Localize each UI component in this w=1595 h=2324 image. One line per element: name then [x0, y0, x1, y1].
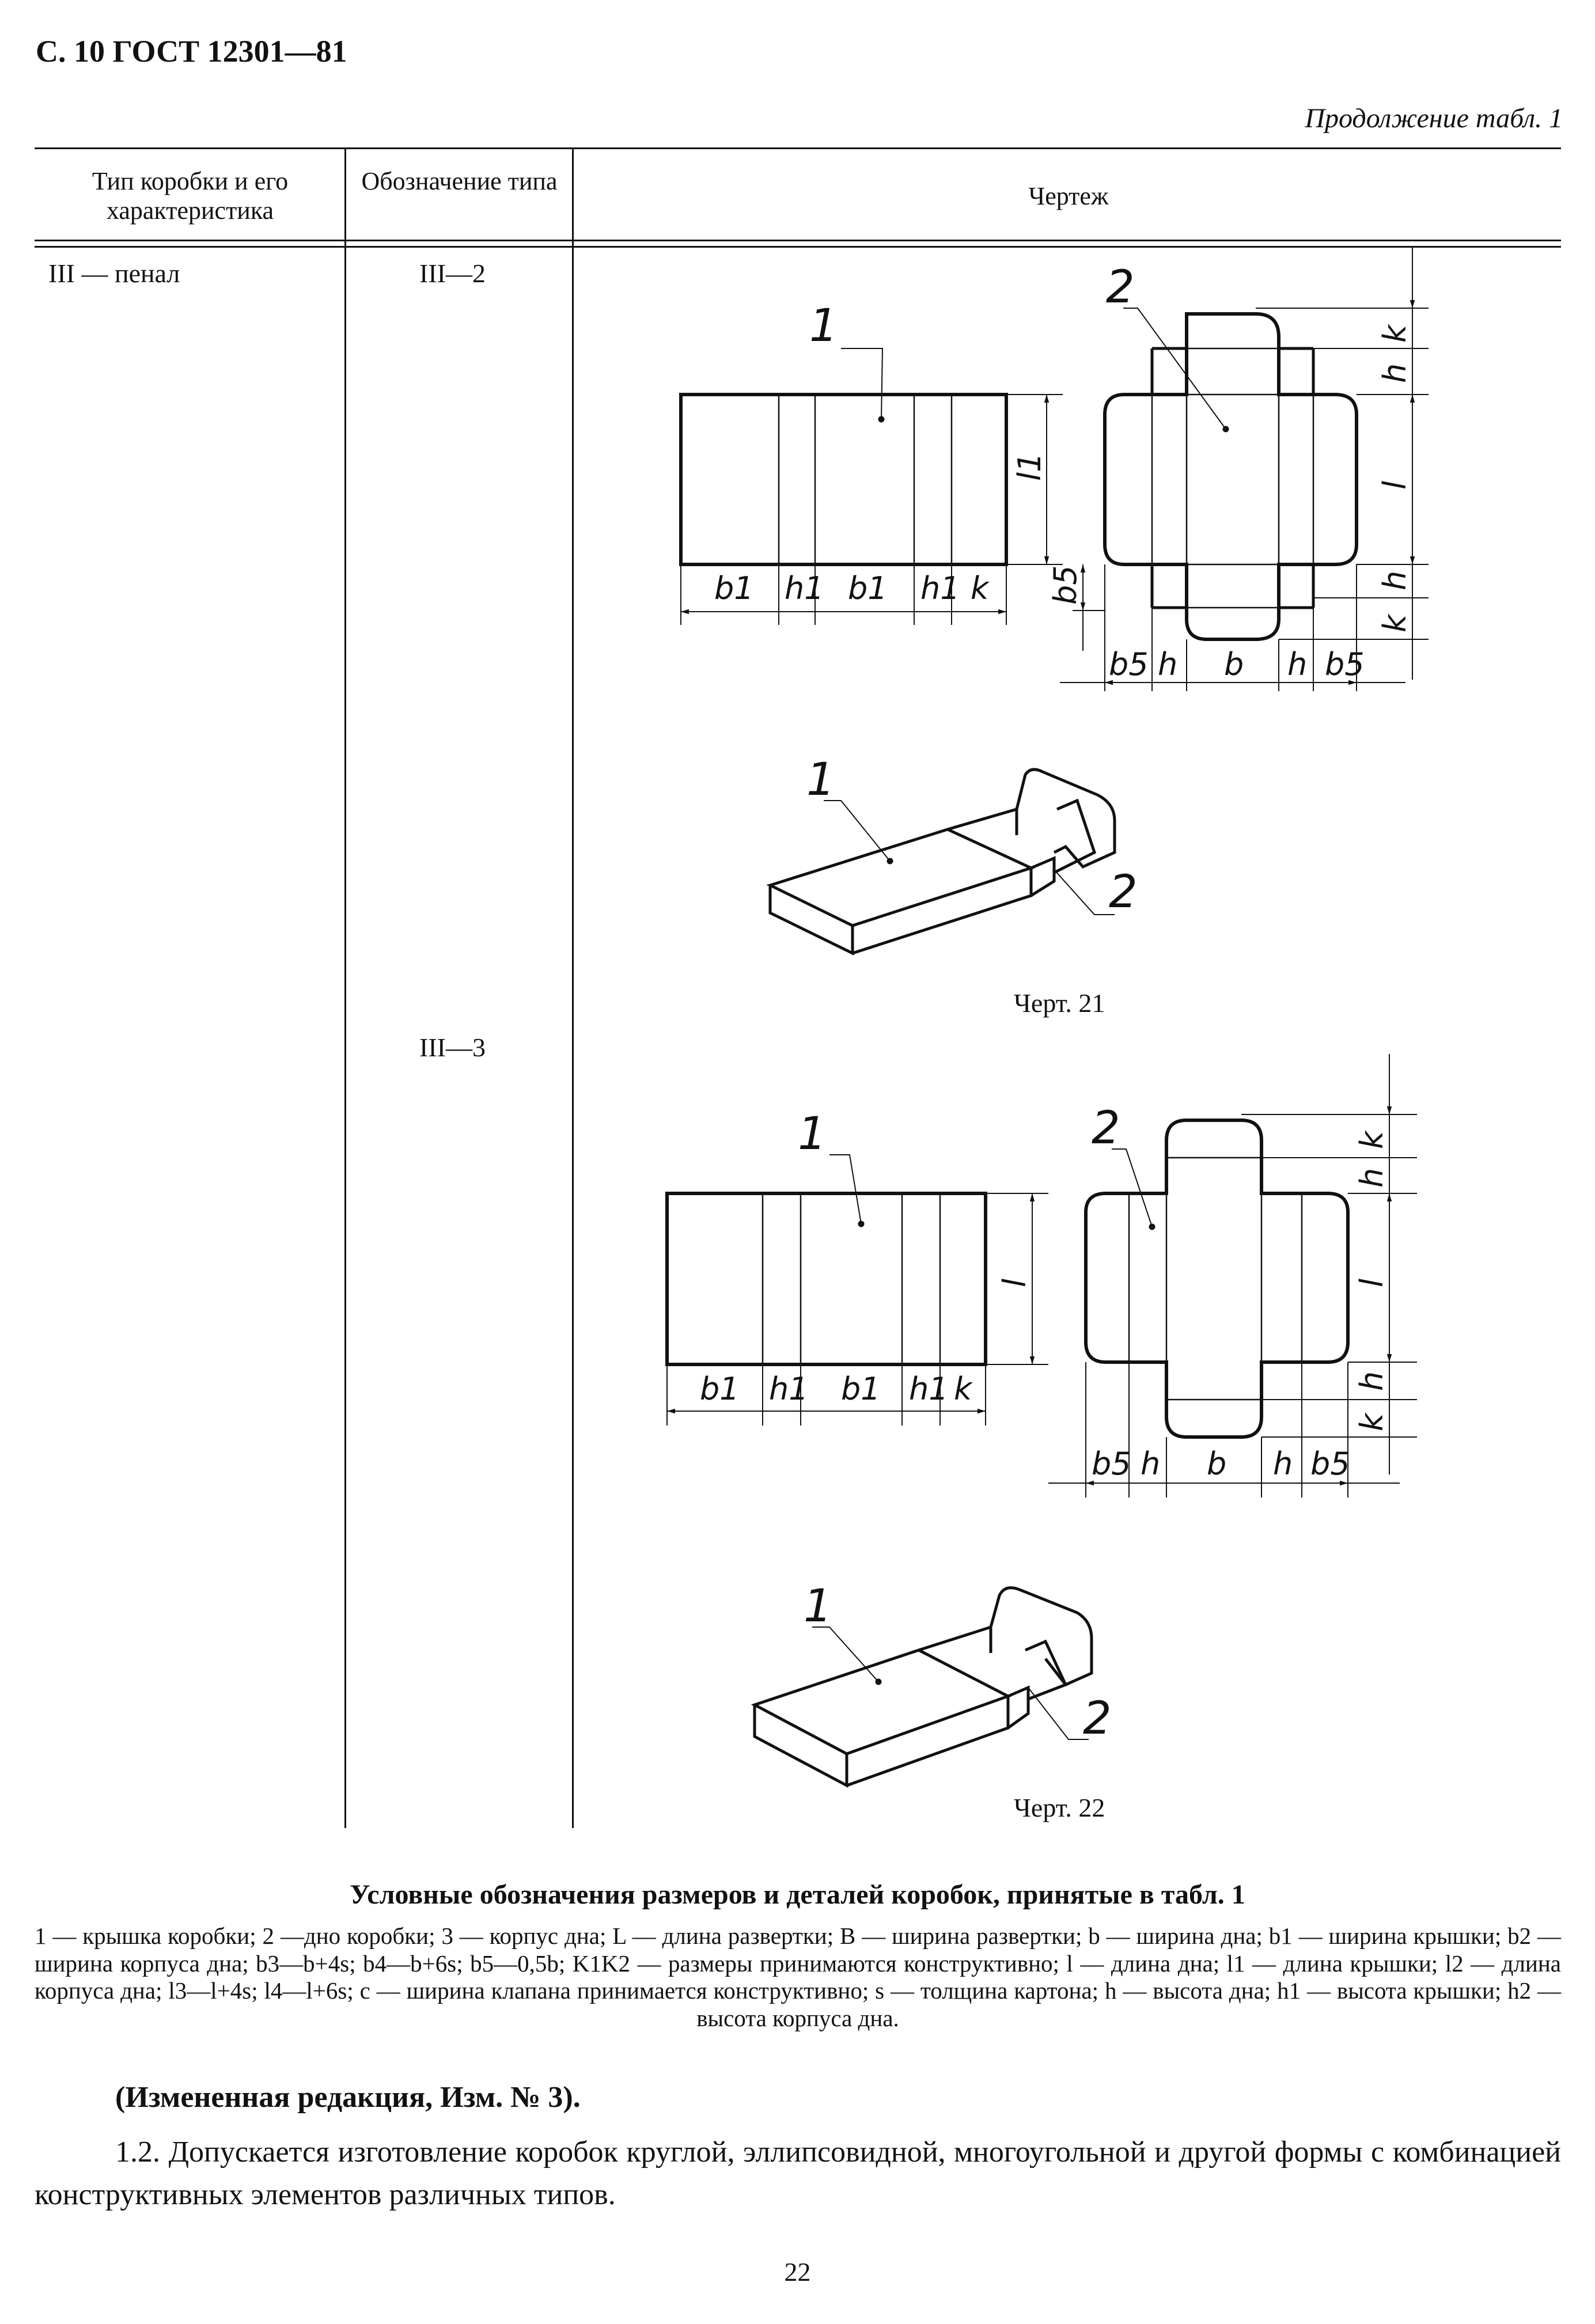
column-header-type: Тип коробки и его характеристика: [92, 167, 289, 225]
page-number: 22: [784, 2257, 811, 2287]
drawing-21-caption: Черт. 21: [1014, 988, 1105, 1018]
dim-h1-b: h1: [920, 570, 960, 606]
lid-development-outline-22: [665, 1192, 987, 1366]
table-col-divider-1: [344, 147, 346, 1828]
table-continuation-note: Продолжение табл. 1: [1305, 103, 1563, 134]
paragraph-1-2: 1.2. Допускается изготовление коробок кр…: [35, 2136, 1561, 2211]
designation-iii-3: III—3: [419, 1033, 486, 1062]
dim22-l: l: [1354, 1279, 1390, 1287]
dim-h-top: h: [1377, 363, 1413, 383]
table-col-divider-2: [572, 147, 574, 1828]
row-box-type: III — пенал: [48, 259, 180, 288]
dim-h-bottom: h: [1377, 571, 1413, 590]
table-header-rule: [35, 240, 1561, 241]
dim22-h-bottom: h: [1354, 1371, 1390, 1391]
dim22-h1-b: h1: [909, 1371, 949, 1407]
callout-2-isometric: 2: [1109, 866, 1138, 918]
dim22-b1-b: b1: [841, 1371, 881, 1407]
callout22-1-isometric: 1: [804, 1580, 832, 1632]
callout22-2-development: 2: [1092, 1102, 1120, 1154]
dim-b5-left: b5: [1109, 646, 1149, 683]
dim22-l-lid: l: [997, 1279, 1033, 1287]
dim22-h-right: h: [1273, 1446, 1293, 1482]
dim-b5-right: b5: [1325, 646, 1365, 683]
dim22-b5-right: b5: [1310, 1446, 1350, 1482]
dim-l: l: [1377, 481, 1413, 490]
drawing-21: b1 h1 b1 h1 k l1 b5 b5 h b h b5 k h l h …: [679, 248, 1429, 956]
dim-h-right: h: [1287, 646, 1307, 683]
dim-k-bottom: k: [1377, 613, 1413, 632]
dim22-k-top: k: [1354, 1129, 1390, 1149]
dim22-k: k: [954, 1371, 973, 1407]
box-21-isometric: [766, 768, 1116, 956]
edition-note: (Измененная редакция, Изм. № 3).: [115, 2081, 581, 2114]
dim-l1: l1: [1011, 453, 1048, 481]
dim-b1-a: b1: [714, 570, 754, 606]
dim22-k-bottom: k: [1354, 1412, 1390, 1431]
designation-iii-2: III—2: [419, 259, 486, 288]
drawing-22-caption: Черт. 22: [1014, 1793, 1105, 1822]
dim-h1-a: h1: [785, 570, 824, 606]
bottom-development-outline: [1103, 312, 1358, 641]
table-top-rule: [35, 147, 1561, 149]
drawing-22: b1 h1 b1 h1 k l b5 h b h b5 k h l h k 1 …: [665, 1054, 1417, 1788]
page-header: С. 10 ГОСТ 12301—81: [36, 34, 347, 69]
callout-1-development: 1: [809, 300, 838, 352]
callout22-2-isometric: 2: [1083, 1693, 1112, 1745]
dim-k-top: k: [1377, 323, 1413, 343]
column-header-designation: Обозначение типа: [361, 167, 558, 195]
dim22-h-top: h: [1354, 1168, 1390, 1188]
column-header-drawing: Чертеж: [1028, 182, 1109, 210]
callout-2-development: 2: [1106, 261, 1135, 313]
table-header-rule-2: [35, 246, 1561, 248]
legend-title: Условные обозначения размеров и деталей …: [350, 1879, 1245, 1910]
dim-h-left: h: [1158, 646, 1177, 683]
lid-development-outline: [679, 393, 1008, 566]
box-22-isometric: [751, 1586, 1093, 1788]
dim22-b5-left: b5: [1092, 1446, 1131, 1482]
callout22-1-development: 1: [798, 1108, 827, 1160]
callout-1-isometric: 1: [806, 754, 835, 806]
dim-k: k: [971, 570, 990, 606]
legend-text: 1 — крышка коробки; 2 —дно коробки; 3 — …: [35, 1923, 1561, 2031]
bottom-development-outline-22: [1084, 1119, 1350, 1439]
dim-b5-vertical: b5: [1047, 565, 1083, 605]
dim-b1-b: b1: [848, 570, 888, 606]
dim22-h-left: h: [1141, 1446, 1160, 1482]
dim22-b: b: [1207, 1446, 1226, 1482]
dim22-h1-a: h1: [769, 1371, 809, 1407]
dim-b: b: [1224, 646, 1244, 683]
dim22-b1-a: b1: [700, 1371, 740, 1407]
